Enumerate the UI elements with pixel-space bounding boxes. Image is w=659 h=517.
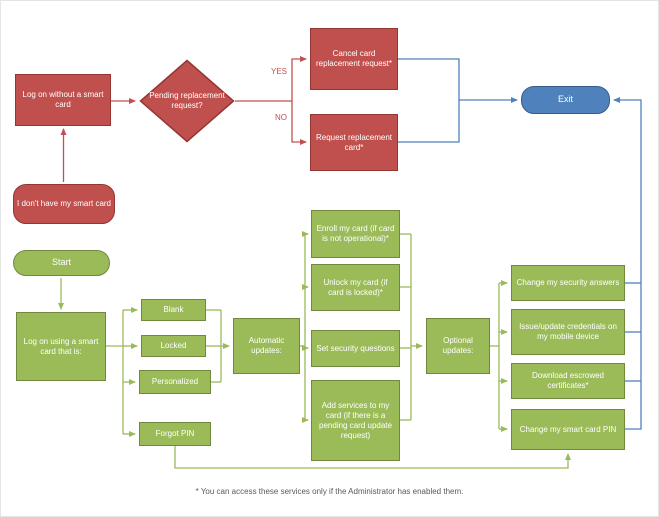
node-download-escrowed-certificates: Download escrowed certificates* xyxy=(511,363,625,399)
node-unlock-my-card: Unlock my card (if card is locked)* xyxy=(311,264,400,311)
node-label: Personalized xyxy=(151,377,199,386)
edge-label-no: NO xyxy=(275,113,287,122)
node-change-smart-card-pin: Change my smart card PIN xyxy=(511,409,625,450)
node-label: Unlock my card (if card is locked)* xyxy=(323,277,388,297)
node-label: Automatic updates: xyxy=(248,336,285,355)
node-label: Cancel card replacement request* xyxy=(315,49,393,68)
node-exit: Exit xyxy=(521,86,610,114)
node-request-replacement-card: Request replacement card* xyxy=(310,114,398,171)
edge-cancel-to-exit xyxy=(398,58,518,103)
node-label: Request replacement card* xyxy=(315,132,393,152)
edge-decision-no xyxy=(291,101,307,145)
edge-request-to-exit xyxy=(398,100,460,143)
node-personalized: Personalized xyxy=(139,370,211,394)
diamond-shape xyxy=(139,59,235,143)
node-issue-update-credentials: Issue/update credentials on my mobile de… xyxy=(511,309,625,355)
footnote: * You can access these services only if … xyxy=(195,487,464,496)
node-label: Add services to my card (if there is a p… xyxy=(319,400,392,440)
node-label: Change my security answers xyxy=(516,278,620,287)
node-start: Start xyxy=(13,250,110,276)
node-label: Issue/update credentials on my mobile de… xyxy=(519,322,617,341)
node-cancel-replacement-request: Cancel card replacement request* xyxy=(310,28,398,90)
node-label: I don't have my smart card xyxy=(17,199,112,208)
node-log-on-without-smart-card: Log on without a smart card xyxy=(15,74,111,126)
node-label: Pending replacement request? xyxy=(149,91,225,110)
node-automatic-updates: Automatic updates: xyxy=(233,318,300,374)
node-no-smart-card: I don't have my smart card xyxy=(13,184,115,224)
node-label: Locked xyxy=(160,341,187,350)
node-forgot-pin: Forgot PIN xyxy=(139,422,211,446)
node-label: Blank xyxy=(163,305,184,314)
node-label: Exit xyxy=(557,94,573,105)
node-optional-updates: Optional updates: xyxy=(426,318,490,374)
node-label: Optional updates: xyxy=(442,336,474,355)
node-pending-replacement-decision: Pending replacement request? xyxy=(139,59,235,143)
node-label: Enroll my card (if card is not operation… xyxy=(316,224,395,243)
edge-decision-yes xyxy=(235,56,307,102)
node-label: Log on using a smart card that is: xyxy=(23,336,99,356)
node-label: Change my smart card PIN xyxy=(519,424,617,434)
node-enroll-my-card: Enroll my card (if card is not operation… xyxy=(311,210,400,258)
node-change-security-answers: Change my security answers xyxy=(511,265,625,301)
node-label: Download escrowed certificates* xyxy=(531,371,605,390)
node-log-on-using-smart-card: Log on using a smart card that is: xyxy=(16,312,106,381)
node-label: Forgot PIN xyxy=(155,429,195,438)
node-label: Log on without a smart card xyxy=(22,90,104,109)
node-label: Start xyxy=(51,257,71,268)
node-locked: Locked xyxy=(141,335,206,357)
node-label: Set security questions xyxy=(316,343,395,353)
edge-label-yes: YES xyxy=(270,67,287,76)
node-blank: Blank xyxy=(141,299,206,321)
node-add-services: Add services to my card (if there is a p… xyxy=(311,380,400,461)
node-set-security-questions: Set security questions xyxy=(311,330,400,367)
